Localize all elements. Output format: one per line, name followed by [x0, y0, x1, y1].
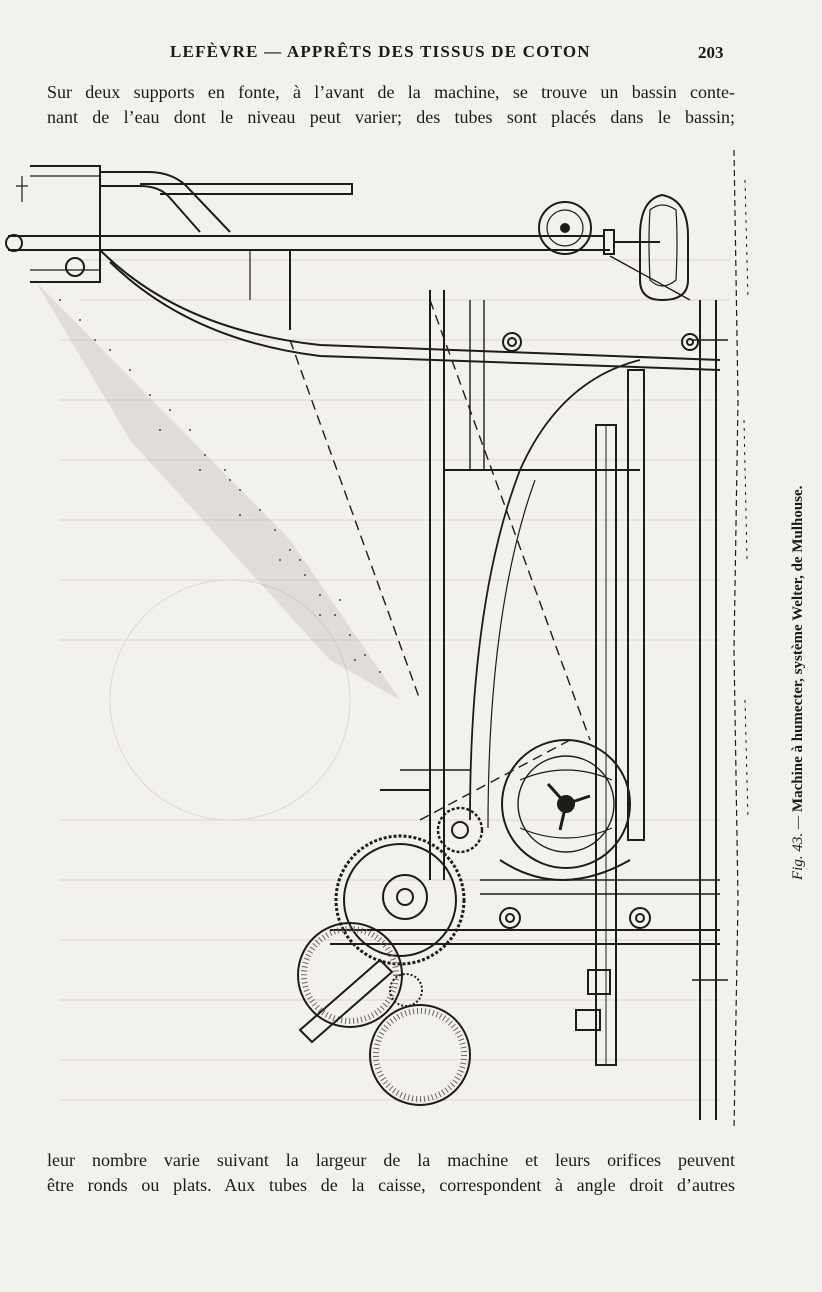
figure-number: Fig. 43. — [790, 815, 806, 880]
humidifying-machine-engraving [5, 149, 749, 1131]
figure-caption-text: Machine à humecter, système Welter, de M… [790, 485, 806, 813]
paragraph-bottom: leur nombre varie suivant la largeur de … [47, 1148, 735, 1198]
book-page: LEFÈVRE — APPRÊTS DES TISSUS DE COTON 20… [0, 40, 806, 1198]
page-number: 203 [698, 43, 724, 62]
text-line: leur nombre varie suivant la largeur de … [47, 1150, 735, 1170]
paragraph-top: Sur deux supports en fonte, à l’avant de… [47, 80, 735, 130]
bleed-through-texture [60, 259, 730, 1101]
text-line: être ronds ou plats. Aux tubes de la cai… [47, 1175, 735, 1195]
page-header: LEFÈVRE — APPRÊTS DES TISSUS DE COTON 20… [0, 40, 800, 70]
text-line: Sur deux supports en fonte, à l’avant de… [47, 82, 735, 102]
text-line: nant de l’eau dont le niveau peut varier… [47, 107, 735, 127]
figure-caption: Fig. 43. — Machine à humecter, système W… [760, 390, 806, 890]
running-title: LEFÈVRE — APPRÊTS DES TISSUS DE COTON [170, 42, 591, 61]
machine-illustration [0, 149, 760, 1140]
